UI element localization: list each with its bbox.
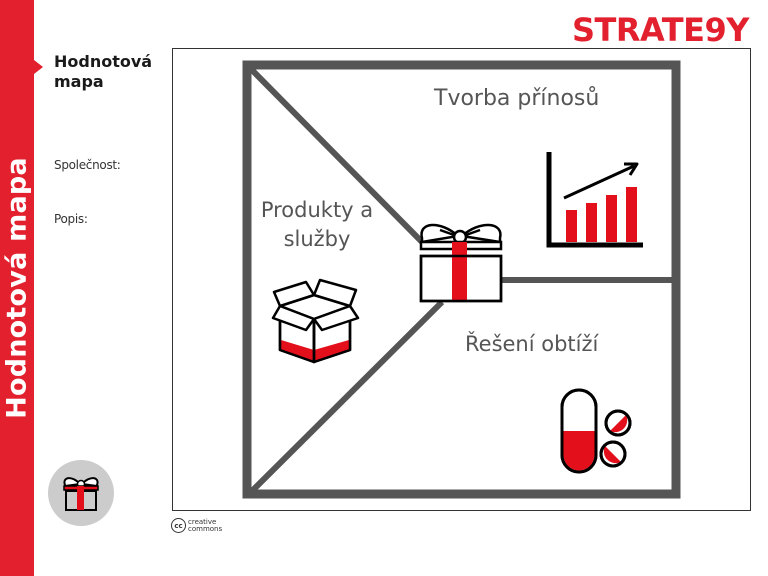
gift-badge-icon — [63, 477, 99, 511]
gain-creators-label: Tvorba přínosů — [434, 86, 600, 111]
page-title-line2: mapa — [54, 72, 104, 91]
creative-commons-badge[interactable]: cc creative commons — [171, 518, 222, 533]
gift-icon — [419, 223, 503, 303]
products-services-line2: služby — [283, 227, 351, 251]
strategy-logo: STRATE9Y — [572, 11, 749, 49]
sidebar: Hodnotová mapa — [0, 0, 34, 576]
page-title: Hodnotová mapa — [54, 52, 152, 92]
cc-icon: cc — [171, 518, 186, 533]
pills-icon — [560, 388, 632, 474]
products-services-line1: Produkty a — [260, 198, 374, 222]
cc-label-line2: commons — [188, 524, 223, 533]
cc-label: creative commons — [188, 517, 223, 533]
canvas-frame — [172, 48, 751, 511]
gift-badge — [48, 460, 114, 526]
open-box-icon — [271, 278, 360, 364]
company-field-label[interactable]: Společnost: — [54, 158, 121, 172]
products-services-label: Produkty a služby — [252, 196, 382, 254]
bar-chart-growth-icon — [546, 152, 643, 248]
cc-label-line1: creative — [188, 517, 217, 526]
page-title-line1: Hodnotová — [54, 52, 153, 71]
pain-relievers-label: Řešení obtíží — [465, 332, 599, 356]
sidebar-pointer — [34, 60, 43, 74]
description-field-label[interactable]: Popis: — [54, 212, 88, 226]
